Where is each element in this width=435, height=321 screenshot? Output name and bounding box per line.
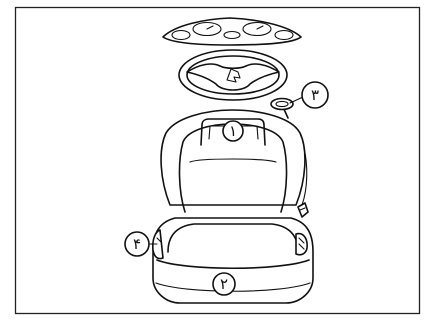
- callout-3-label: ۳: [311, 86, 319, 104]
- callout-2-label: ۲: [220, 275, 228, 293]
- callout-4-label: ۴: [133, 235, 141, 253]
- baby-car-seat-icon: [152, 109, 314, 304]
- callout-1-label: ۱: [229, 122, 237, 140]
- callout-3: ۳: [301, 81, 329, 109]
- callout-2: ۲: [212, 272, 236, 296]
- steering-wheel-icon: [178, 49, 288, 101]
- callout-1: ۱: [222, 120, 244, 142]
- callout-3-leader: [289, 96, 304, 104]
- dashboard-gauges-icon: [162, 17, 302, 46]
- antenna-icon: [270, 97, 294, 119]
- callout-4: ۴: [124, 231, 150, 257]
